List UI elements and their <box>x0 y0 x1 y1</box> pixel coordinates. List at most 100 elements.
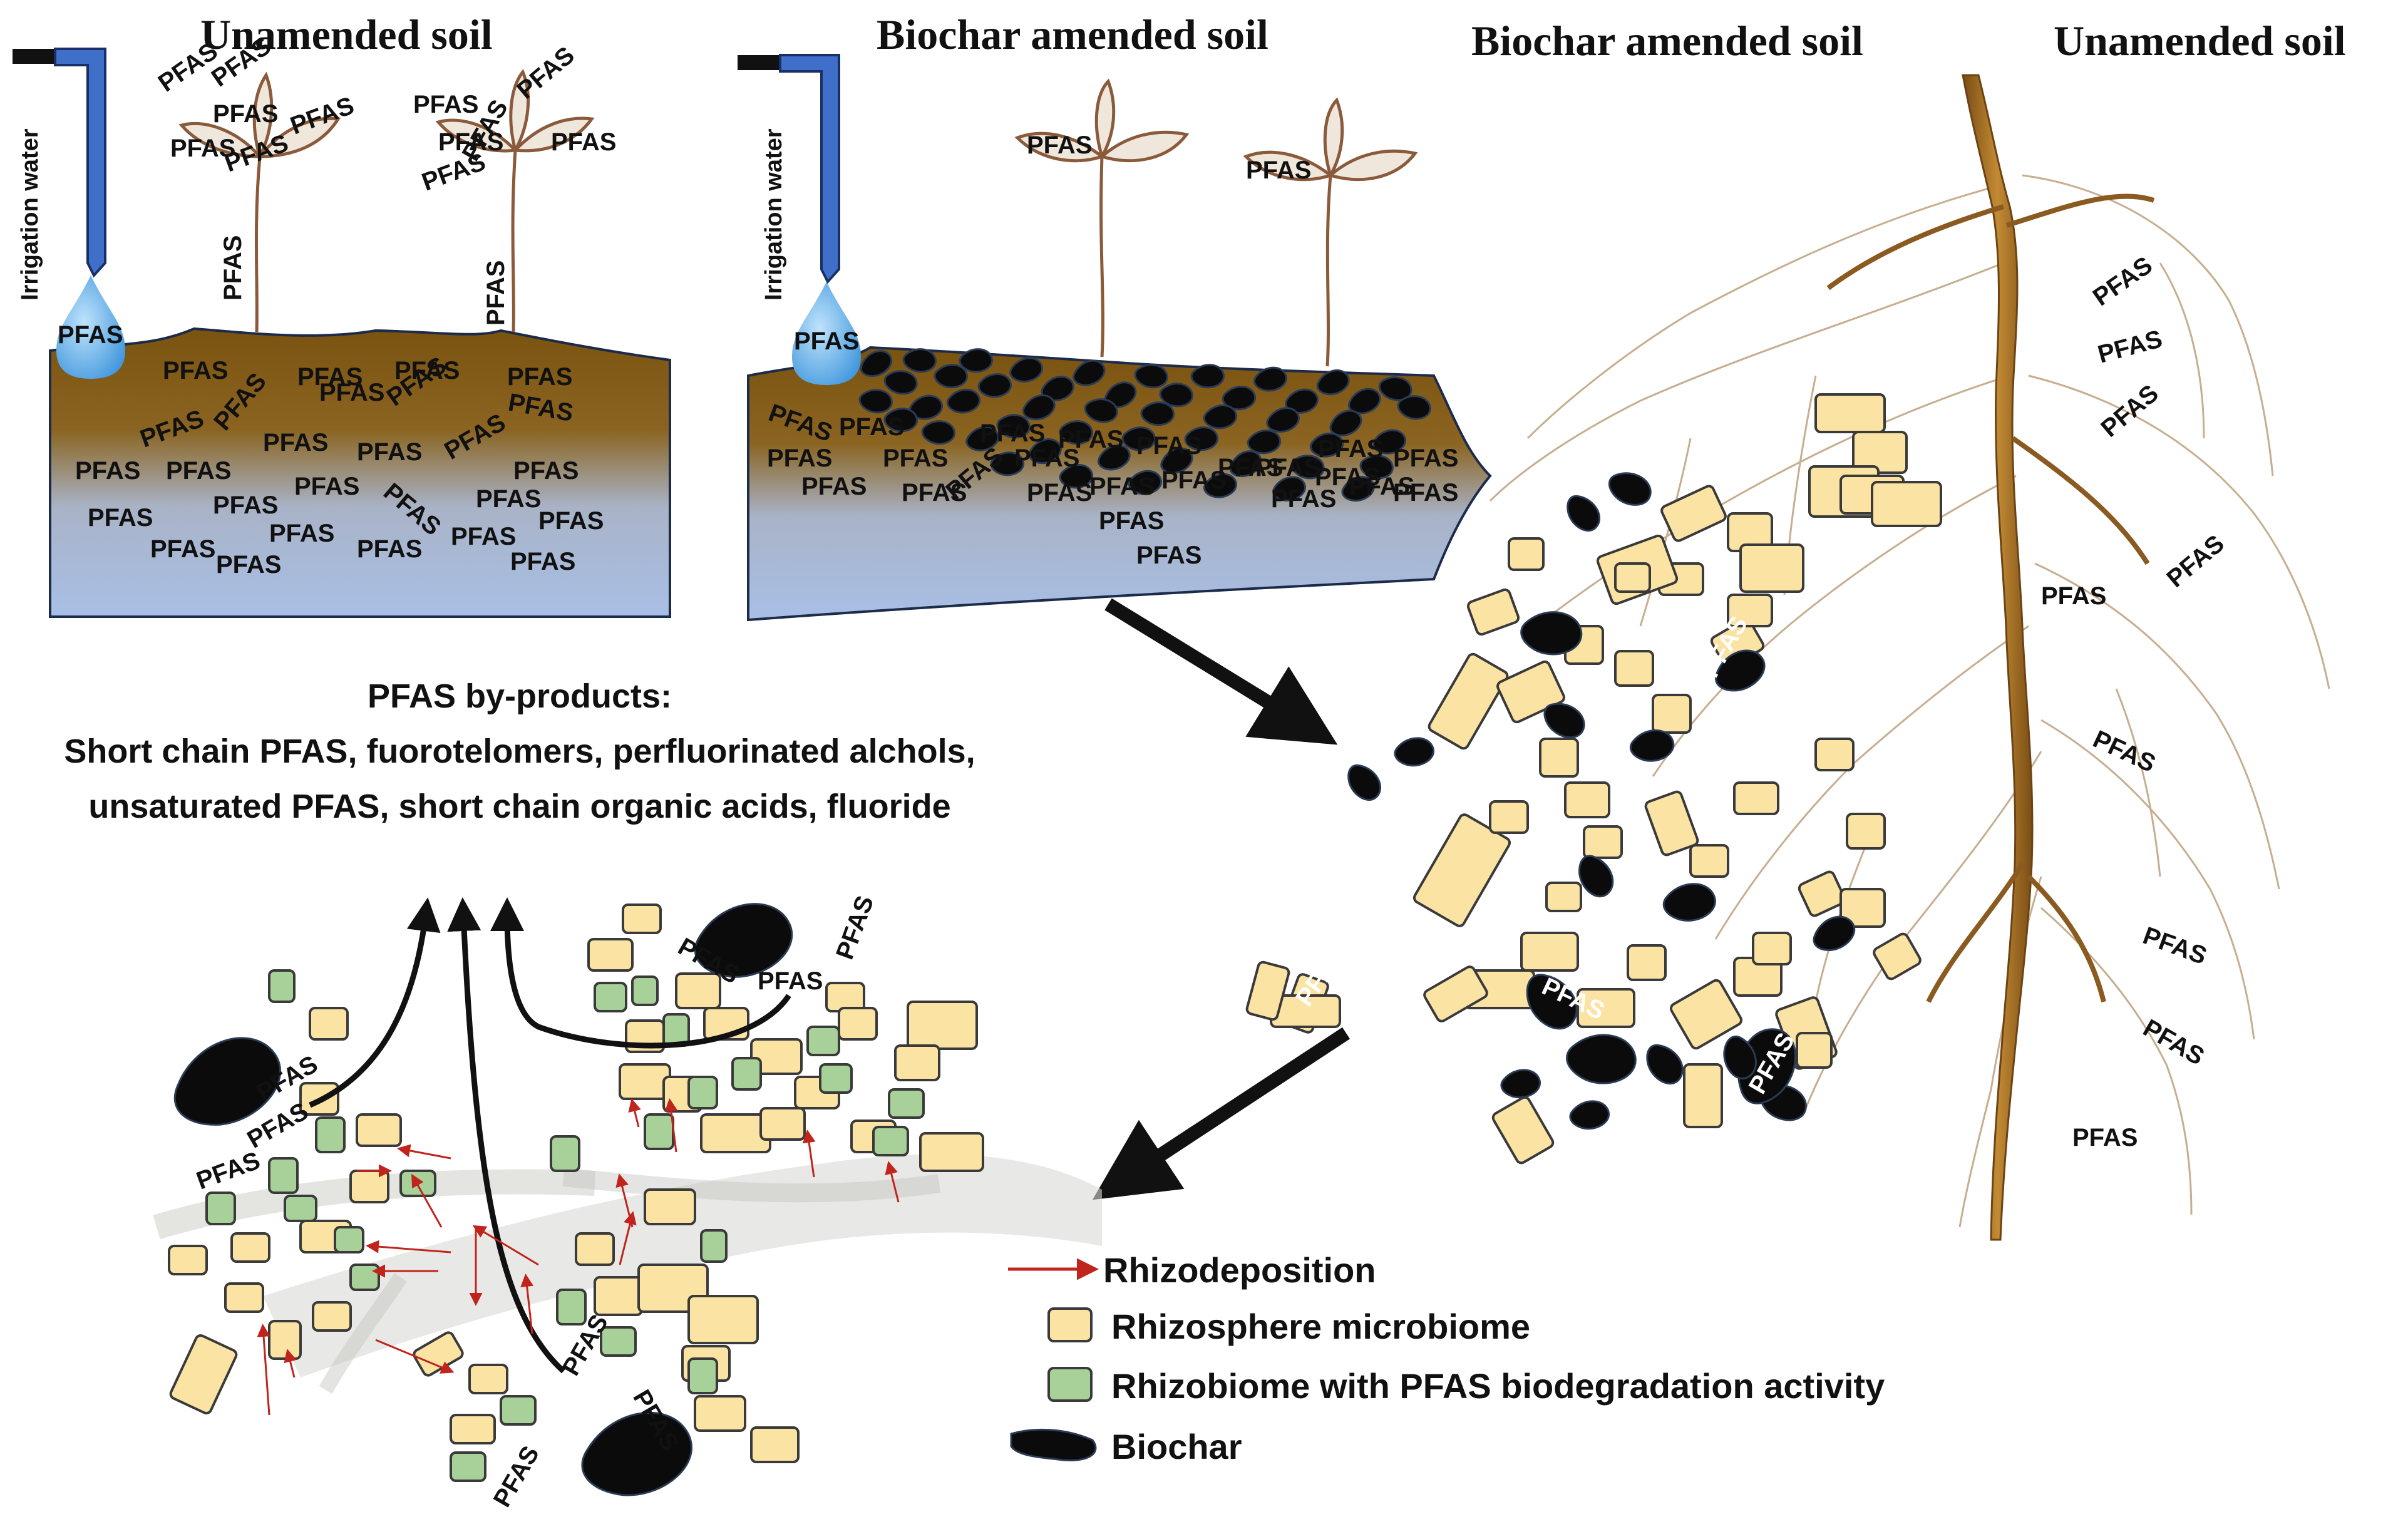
biochar-particle <box>1813 915 1856 951</box>
rhizodeposition-arrow <box>284 1349 297 1378</box>
pfas-label: PFAS <box>2095 325 2165 369</box>
pfas-label: PFAS <box>551 128 616 156</box>
rhizobiome-cell <box>450 1451 486 1482</box>
microbiome-cell <box>1846 813 1886 850</box>
biochar-particle <box>1266 407 1300 433</box>
biochar-particle <box>1203 404 1238 430</box>
microbiome-cell <box>1583 825 1623 859</box>
biochar-particle <box>1526 974 1578 1030</box>
root-amended-title: Biochar amended soil <box>1471 17 1863 64</box>
pfas-label: PFAS <box>213 100 278 128</box>
pfas-label: PFAS <box>1136 432 1201 460</box>
pfas-label: PFAS <box>801 473 867 500</box>
microbiome-cell <box>413 1331 464 1377</box>
pfas-label: PFAS <box>2096 379 2164 443</box>
irrigation-label-left: Irrigation water <box>17 128 43 301</box>
rhizobiome-cell <box>284 1195 317 1222</box>
biochar-particle <box>1714 649 1766 692</box>
microbiome-cell <box>349 1170 389 1203</box>
rhizobiome-cell <box>872 1126 909 1156</box>
biochar-particle <box>1543 703 1585 739</box>
rhizobiome-cell <box>334 1226 364 1253</box>
microbiome-cell <box>1652 694 1692 734</box>
microbiome-cell <box>1644 790 1699 857</box>
rhizodeposition-arrow <box>619 1211 637 1265</box>
rhizodeposition-arrow <box>520 1274 534 1334</box>
biochar-particle <box>921 420 955 445</box>
biochar-particle <box>1500 1069 1541 1099</box>
pfas-label: PFAS <box>510 548 575 575</box>
biochar-particle <box>1073 359 1106 386</box>
pfas-label: PFAS <box>1393 445 1458 472</box>
biochar-particle <box>1723 1035 1757 1079</box>
soil-block-unamended <box>49 327 671 618</box>
microbiome-cell <box>838 1007 878 1041</box>
microbiome-cell <box>1814 738 1855 771</box>
rhizodeposition-arrow <box>664 1098 678 1153</box>
pfas-label: PFAS <box>980 419 1045 447</box>
biochar-particle <box>1229 450 1262 478</box>
rhizodeposition-arrow <box>366 1240 451 1253</box>
biochar-particle <box>1022 394 1056 421</box>
legend-microbiome: Rhizosphere microbiome <box>1111 1307 1530 1346</box>
microbiome-cell <box>644 1188 696 1225</box>
microbiome-cell <box>1545 882 1582 912</box>
pfas-label: PFAS <box>1161 466 1227 494</box>
irrigation-pipe-icon <box>13 48 106 278</box>
microbiome-cell <box>1689 844 1729 878</box>
rhizodeposition-arrows <box>257 1098 900 1416</box>
rhizodeposition-arrow <box>628 1098 641 1128</box>
pfas-label: PFAS <box>2139 1014 2209 1071</box>
rhizobiome-cell <box>399 1170 436 1197</box>
microbiome-cell <box>1423 965 1488 1022</box>
biochar-particle <box>883 370 918 395</box>
drop-pfas-right: PFAS <box>794 327 859 355</box>
rhizobiome-cell <box>349 1264 380 1291</box>
rhizobiome-cell <box>550 1135 580 1172</box>
rhizodeposition-arrow <box>397 1144 451 1160</box>
biochar-particle <box>173 1037 282 1126</box>
biochar-particle <box>581 1411 692 1496</box>
pfas-label: PFAS <box>488 1441 545 1511</box>
rhizobiome-cell <box>806 1026 840 1056</box>
microbiome-cell <box>1539 738 1579 778</box>
pfas-label: PFAS <box>1099 507 1164 535</box>
pfas-label: PFAS <box>476 485 541 513</box>
biochar-particle <box>1134 364 1168 389</box>
microbiome-cell <box>1752 932 1792 965</box>
pfas-label: PFAS <box>1255 454 1320 481</box>
pfas-label: PFAS <box>482 260 510 326</box>
microbiome-cell <box>1520 932 1579 972</box>
rhizobiome-cell <box>700 1229 728 1263</box>
biochar-icon <box>1010 1428 1097 1461</box>
rhizodeposition-arrow <box>375 1339 455 1374</box>
microbiome-cell <box>309 1007 349 1041</box>
legend-rhizobiome-icon <box>1047 1367 1093 1402</box>
pfas-label: PFAS <box>319 379 384 406</box>
biochar-particle <box>1272 476 1306 502</box>
microbiome-cell <box>894 1044 940 1081</box>
microbiome-cell <box>587 938 634 972</box>
pfas-label: PFAS <box>831 892 879 963</box>
biochar-particle <box>1394 737 1435 767</box>
pfas-label: PFAS <box>88 504 153 532</box>
legend: Rhizodeposition Rhizosphere microbiome R… <box>1008 1250 1885 1466</box>
biochar-particle <box>1160 447 1193 474</box>
plant-icon <box>178 69 595 332</box>
microbiome-cell <box>1577 988 1635 1028</box>
pfas-label: PFAS <box>150 535 215 563</box>
pfas-label: PFAS <box>839 413 904 441</box>
biochar-particle <box>1159 383 1193 408</box>
pfas-label: PFAS <box>2162 530 2230 593</box>
microbiome-cell <box>1491 1096 1555 1165</box>
microbiome-cell <box>1245 960 1290 1021</box>
microbiome-cell <box>1873 932 1922 981</box>
microbiome-cell <box>750 1426 800 1463</box>
biochar-particle <box>1520 611 1583 656</box>
pfas-label: PFAS <box>394 357 460 384</box>
biochar-particle <box>1097 444 1131 471</box>
microbiome-cell <box>675 972 721 1009</box>
